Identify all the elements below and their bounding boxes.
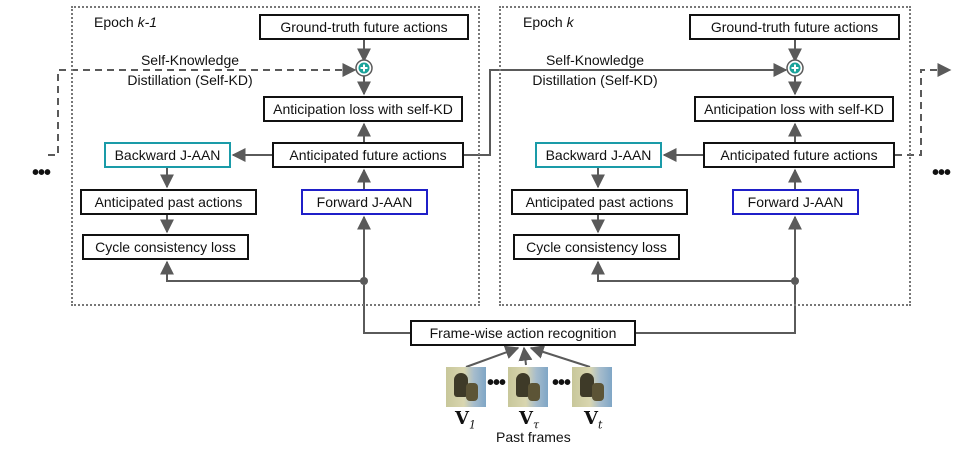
frame-t-to-recognition-arrow <box>529 345 591 368</box>
right-anticipated-future-box: Anticipated future actions <box>703 142 895 168</box>
left-feature-to-cycle-arrow <box>160 260 364 282</box>
right-anticipated-past-box: Anticipated past actions <box>511 189 688 215</box>
left-anticipation-loss-box: Anticipation loss with self-KD <box>263 96 463 122</box>
left-self-kd-line1: Self-Knowledge <box>140 52 240 68</box>
left-backward-jaan-box: Backward J-AAN <box>104 142 231 168</box>
subscript-1: 1 <box>468 418 476 432</box>
left-anticipated-future-box: Anticipated future actions <box>272 142 464 168</box>
right-plus-circle-icon <box>786 59 804 77</box>
epoch-right-index: k <box>566 14 574 30</box>
right-feature-to-cycle-arrow <box>591 260 795 282</box>
left-plus-circle-icon <box>355 59 373 77</box>
recognition-to-right-epoch-line <box>636 285 796 334</box>
ellipsis-left: ••• <box>32 162 51 184</box>
frame-thumbnail-t <box>572 367 612 407</box>
epoch-left-container <box>71 6 480 306</box>
left-anticipated-past-box: Anticipated past actions <box>80 189 257 215</box>
epoch-left-index: k-1 <box>137 14 158 30</box>
epoch-right-prefix: Epoch <box>523 14 567 30</box>
frame-1-to-recognition-arrow <box>465 345 520 368</box>
left-cycle-loss-box: Cycle consistency loss <box>82 234 249 260</box>
subscript-tau: τ <box>532 418 540 432</box>
right-forward-jaan-box: Forward J-AAN <box>732 189 859 215</box>
left-forward-jaan-box: Forward J-AAN <box>301 189 428 215</box>
ellipsis-right: ••• <box>932 162 951 184</box>
outgoing-self-kd-dashed-arrow <box>895 63 952 156</box>
left-self-kd-line2: Distillation (Self-KD) <box>127 72 253 88</box>
subscript-t: t <box>597 418 603 432</box>
right-cycle-loss-box: Cycle consistency loss <box>513 234 680 260</box>
right-self-kd-line1: Self-Knowledge <box>545 52 645 68</box>
ellipsis-frames-2: ••• <box>552 372 571 394</box>
frame-label-1: V1 <box>455 408 476 432</box>
epoch-left-prefix: Epoch <box>94 14 138 30</box>
past-frames-caption: Past frames <box>496 429 571 445</box>
frame-tau-to-recognition-arrow <box>518 346 533 366</box>
right-anticipation-loss-box: Anticipation loss with self-KD <box>694 96 894 122</box>
frame-thumbnail-tau <box>508 367 548 407</box>
right-self-kd-label: Self-Knowledge Distillation (Self-KD) <box>510 50 680 90</box>
right-ground-truth-box: Ground-truth future actions <box>689 14 900 40</box>
v-symbol: V <box>519 408 533 429</box>
ellipsis-frames-1: ••• <box>487 372 506 394</box>
frame-label-t: Vt <box>584 408 602 432</box>
frame-label-tau: Vτ <box>519 408 539 432</box>
left-junction-dot <box>360 277 368 285</box>
right-junction-dot <box>791 277 799 285</box>
epoch-left-label: Epoch k-1 <box>94 14 157 30</box>
left-ground-truth-box: Ground-truth future actions <box>259 14 469 40</box>
frame-recognition-box: Frame-wise action recognition <box>410 320 636 346</box>
self-kd-to-next-epoch-arrow <box>464 63 788 156</box>
left-self-kd-label: Self-Knowledge Distillation (Self-KD) <box>105 50 275 90</box>
recognition-to-left-epoch-line <box>363 285 410 334</box>
v-symbol: V <box>584 408 598 429</box>
epoch-right-container <box>499 6 911 306</box>
v-symbol: V <box>455 408 469 429</box>
right-backward-jaan-box: Backward J-AAN <box>535 142 662 168</box>
incoming-self-kd-dashed-arrow <box>48 63 357 156</box>
frame-thumbnail-1 <box>446 367 486 407</box>
epoch-right-label: Epoch k <box>523 14 574 30</box>
right-self-kd-line2: Distillation (Self-KD) <box>532 72 658 88</box>
